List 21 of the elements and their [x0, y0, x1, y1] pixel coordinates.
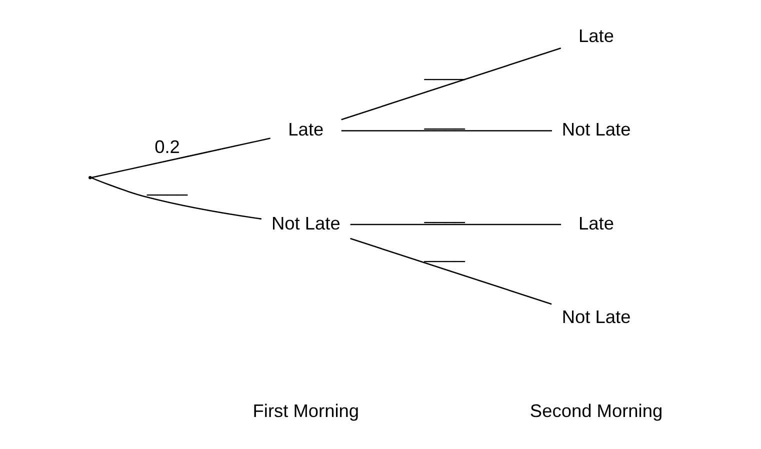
connector	[350, 238, 552, 305]
edge-label: 0.2	[154, 137, 180, 158]
edge-label: ____	[424, 242, 465, 263]
node-point	[88, 176, 92, 180]
edge-label: ____	[424, 60, 465, 80]
edge-label: ____	[424, 204, 465, 224]
connector	[91, 138, 270, 178]
label: First Morning	[252, 400, 360, 421]
edge-label: ____	[146, 176, 188, 196]
node-text: Not Late	[562, 120, 631, 140]
connector	[341, 130, 552, 132]
connector	[90, 177, 262, 220]
node-text: Not Late	[562, 307, 631, 328]
edge-label: ____	[424, 110, 465, 130]
connector	[341, 48, 562, 120]
node-text: Late	[288, 120, 324, 140]
node-text: Late	[578, 26, 614, 46]
label: Second Morning	[530, 400, 663, 421]
node-text: Not Late	[271, 213, 340, 234]
node-text: Late	[578, 213, 614, 234]
connector	[350, 224, 562, 226]
